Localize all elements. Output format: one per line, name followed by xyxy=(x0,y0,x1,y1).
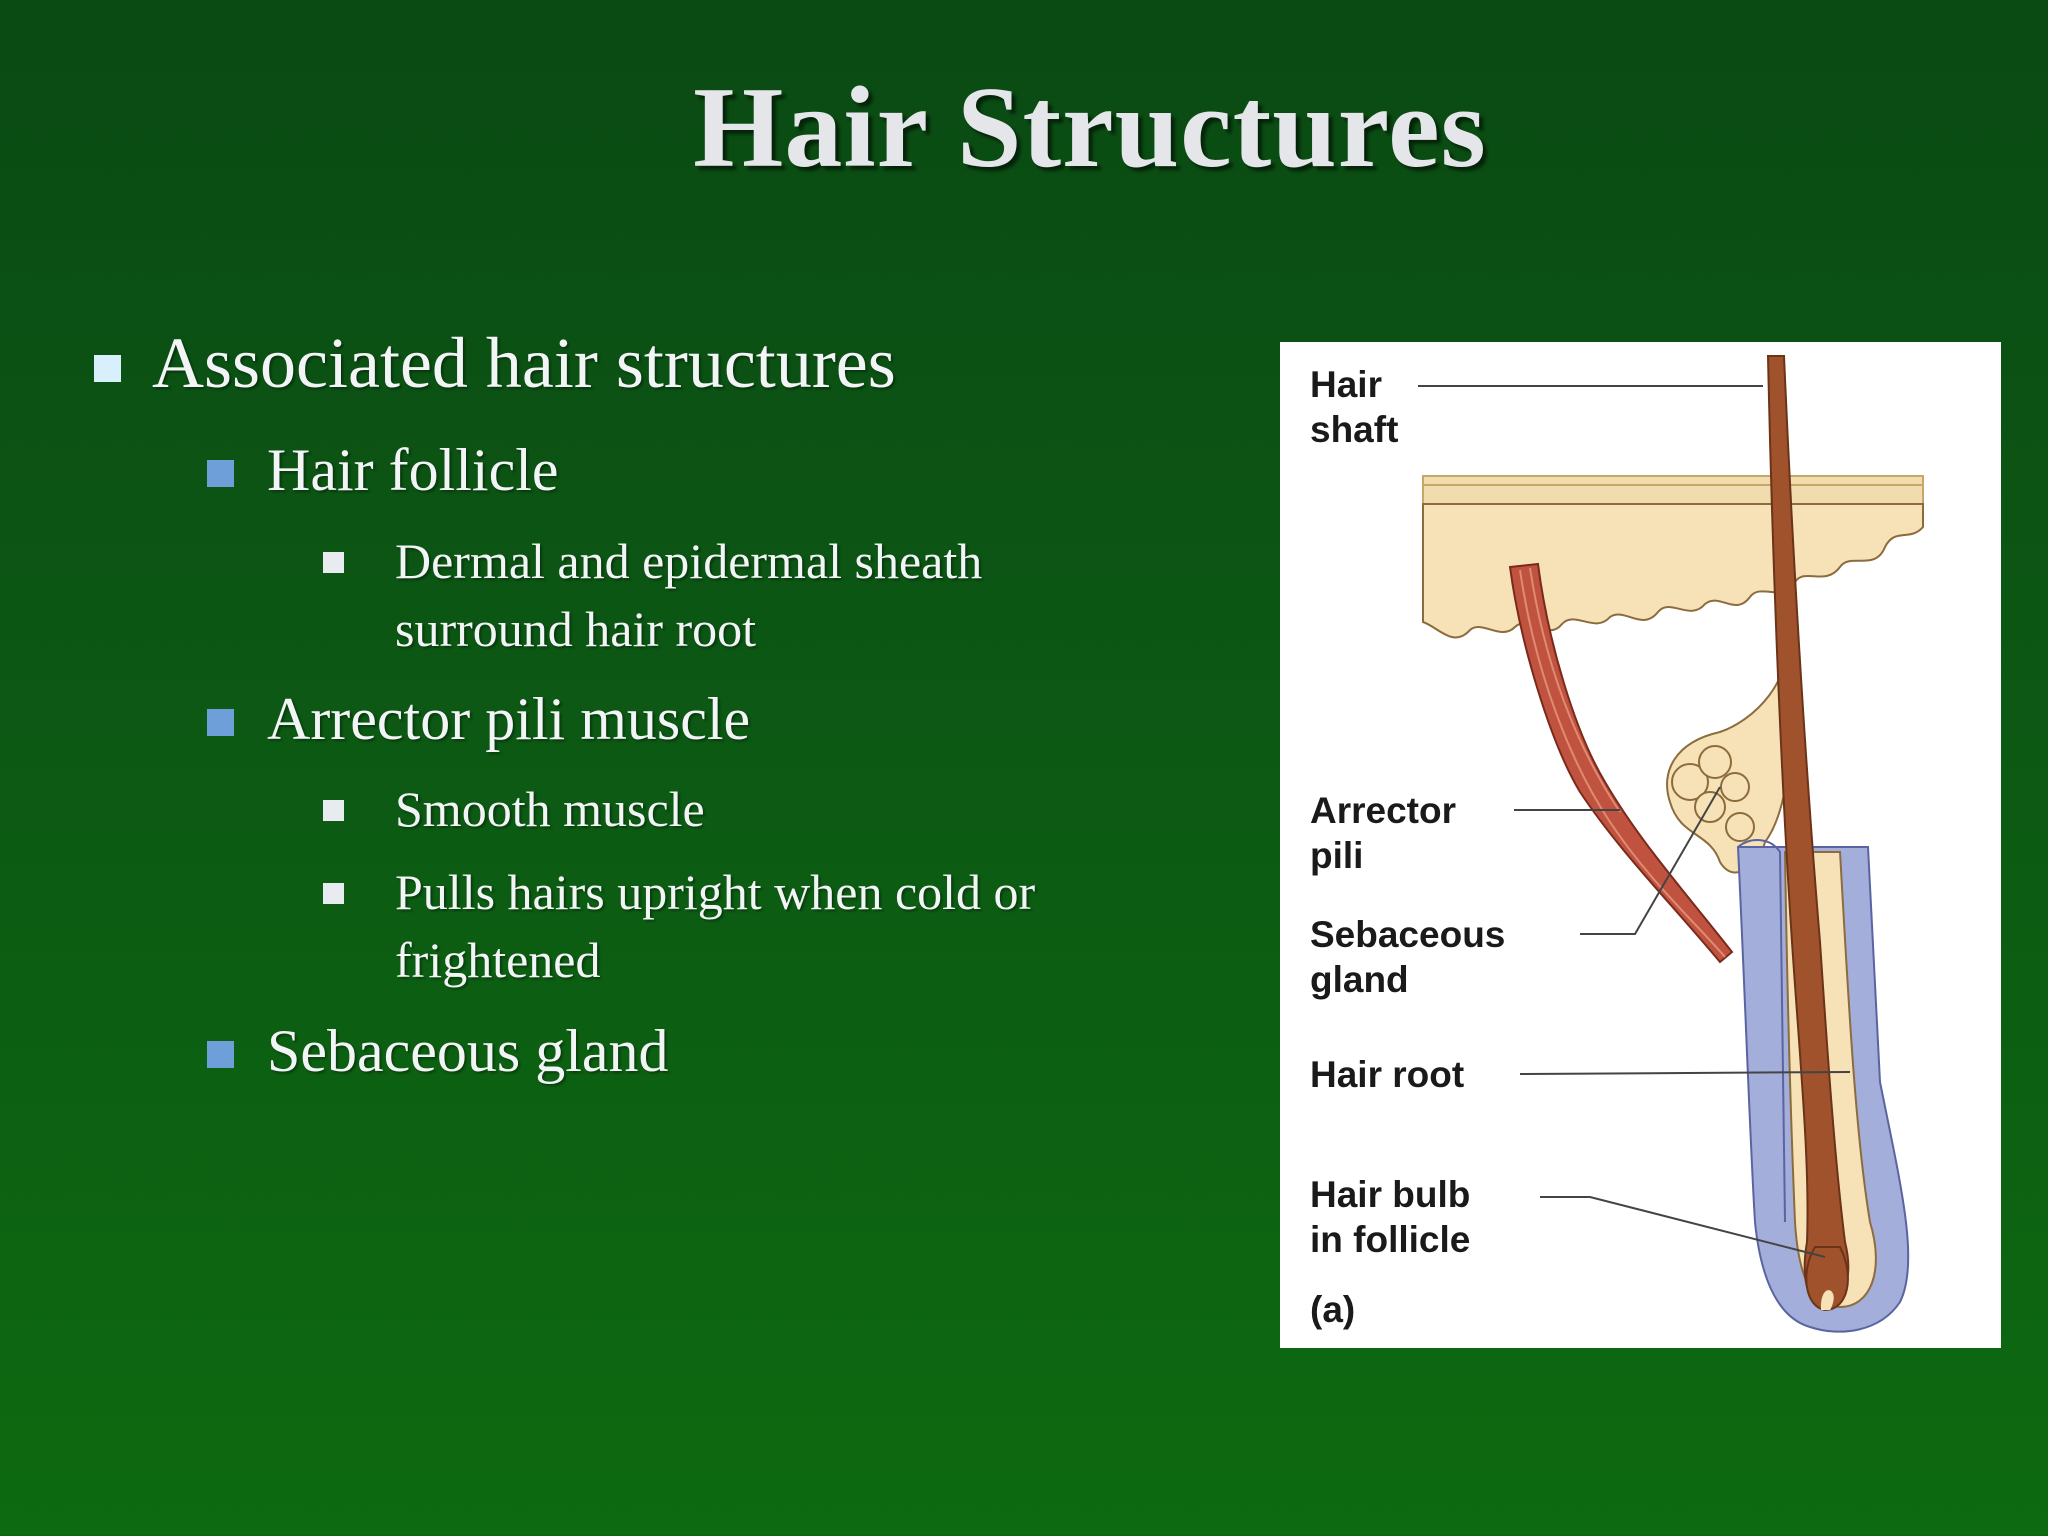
bullet-hair-follicle: Hair follicle xyxy=(267,437,559,503)
label-panel-a: (a) xyxy=(1310,1289,1356,1330)
bullet-square-icon xyxy=(323,800,344,821)
hair-anatomy-illustration xyxy=(1418,355,1924,1333)
bullet-square-icon xyxy=(94,355,121,382)
bullet-sebaceous-gland: Sebaceous gland xyxy=(267,1018,669,1084)
hair-structure-diagram: Hair shaft Arrector pili Sebaceous gland… xyxy=(1280,342,2001,1348)
label-hair-bulb: Hair bulb in follicle xyxy=(1310,1174,1471,1260)
bullet-dermal-epidermal-sheath-cont: surround hair root xyxy=(395,601,757,657)
bullet-pulls-hairs-upright-cont: frightened xyxy=(395,932,601,988)
bullet-smooth-muscle: Smooth muscle xyxy=(395,781,705,837)
bullet-square-icon xyxy=(207,460,234,487)
bullet-arrector-pili-muscle: Arrector pili muscle xyxy=(267,686,751,752)
bullet-dermal-epidermal-sheath: Dermal and epidermal sheath xyxy=(395,533,983,589)
bullet-square-icon xyxy=(323,883,344,904)
label-hair-root: Hair root xyxy=(1310,1054,1465,1095)
label-hair-shaft: Hair shaft xyxy=(1310,364,1399,450)
label-sebaceous-gland: Sebaceous gland xyxy=(1310,914,1506,1000)
bullet-square-icon xyxy=(207,1041,234,1068)
bullet-square-icon xyxy=(207,709,234,736)
bullet-square-icon xyxy=(323,552,344,573)
label-arrector-pili: Arrector pili xyxy=(1310,790,1456,876)
slide-title: Hair Structures xyxy=(693,64,1487,192)
bullet-associated-hair-structures: Associated hair structures xyxy=(152,323,896,403)
bullet-pulls-hairs-upright: Pulls hairs upright when cold or xyxy=(395,864,1036,920)
